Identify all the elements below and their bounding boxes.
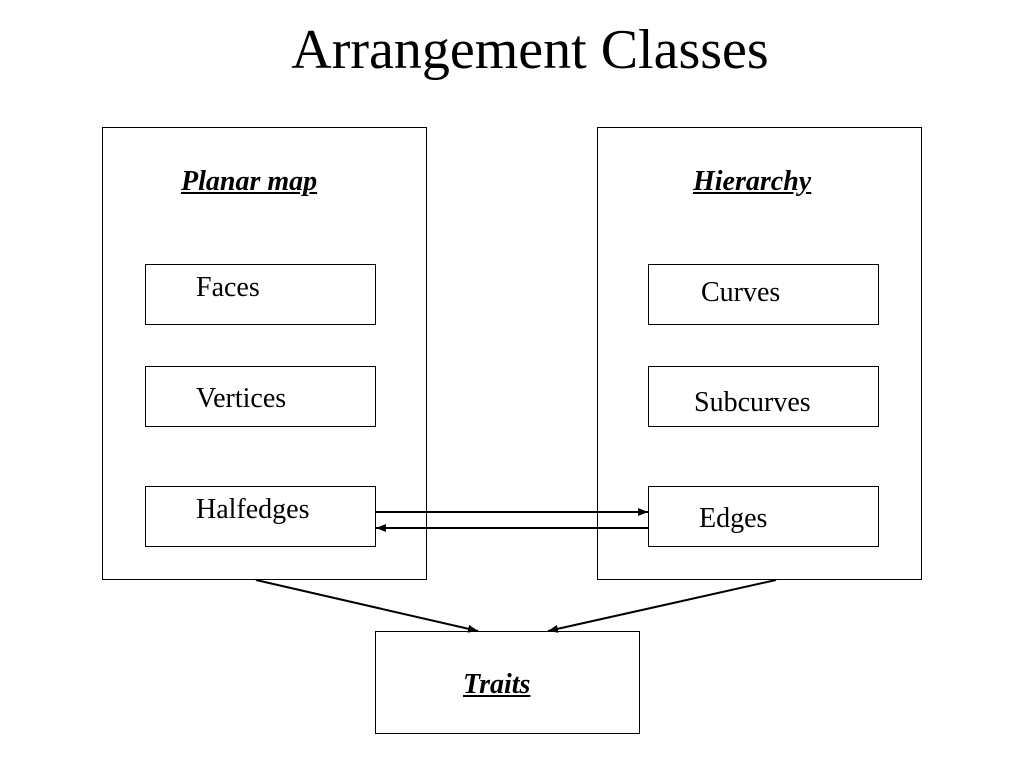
edges-box — [648, 486, 879, 547]
page-title: Arrangement Classes — [291, 19, 769, 81]
subcurves-label: Subcurves — [694, 387, 811, 418]
planar-map-heading: Planar map — [181, 166, 318, 197]
edges-label: Edges — [699, 503, 768, 534]
faces-label: Faces — [196, 272, 260, 303]
traits-box — [375, 631, 640, 734]
vertices-label: Vertices — [196, 383, 287, 414]
halfedges-label: Halfedges — [196, 494, 310, 525]
hierarchy-to-traits-arrow — [547, 579, 777, 633]
curves-box — [648, 264, 879, 325]
faces-box — [145, 264, 376, 325]
subcurves-box — [648, 366, 879, 427]
curves-label: Curves — [701, 277, 781, 308]
vertices-box — [145, 366, 376, 427]
hierarchy-heading: Hierarchy — [693, 166, 812, 197]
planar-map-to-traits-arrow — [255, 579, 479, 633]
traits-heading: Traits — [463, 669, 531, 700]
halfedges-box — [145, 486, 376, 547]
